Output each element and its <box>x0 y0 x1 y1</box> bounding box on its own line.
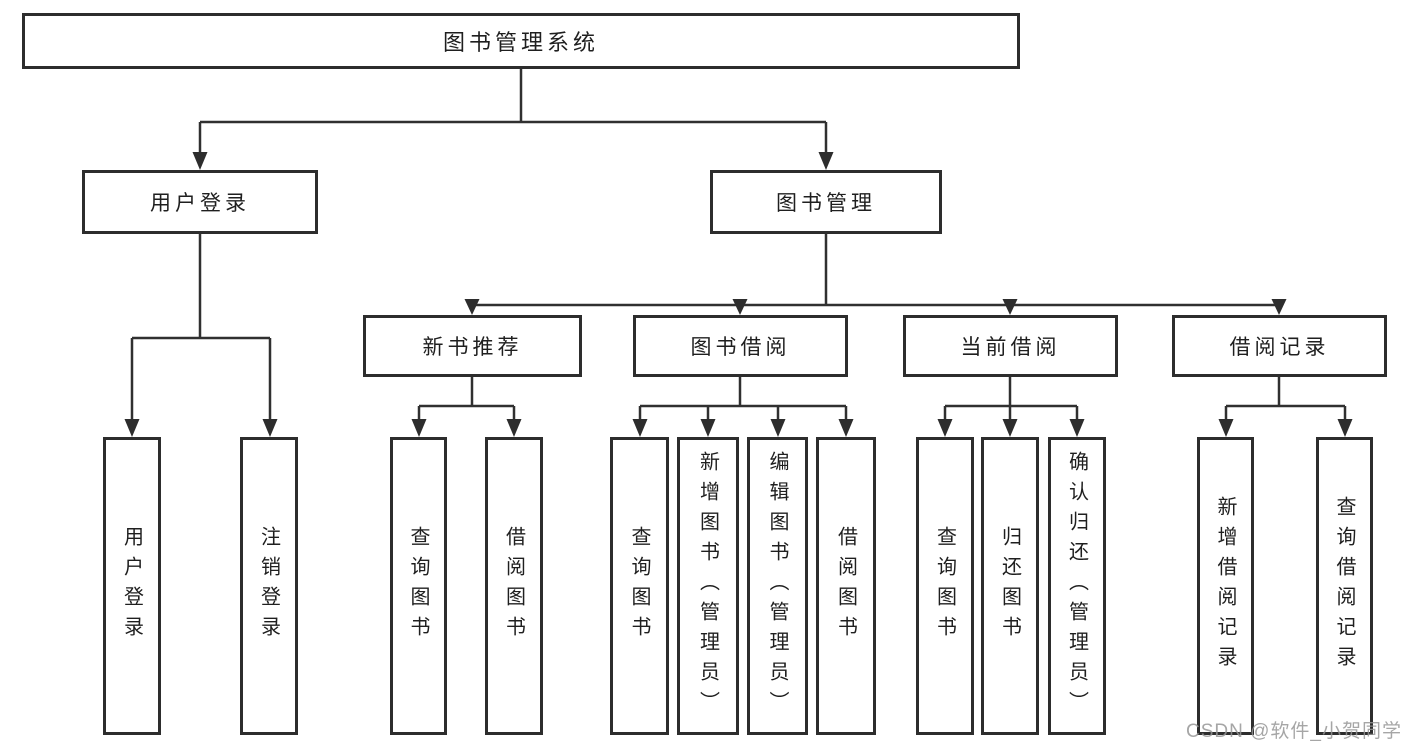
leaf-cb-query-books: 查询图书 <box>916 437 974 735</box>
node-new-book-recommend: 新书推荐 <box>363 315 582 377</box>
leaf-bb-add-books-admin: 新增图书（管理员） <box>677 437 739 735</box>
leaf-nbr-borrow-books: 借阅图书 <box>485 437 543 735</box>
node-book-management: 图书管理 <box>710 170 942 234</box>
node-current-borrowing: 当前借阅 <box>903 315 1118 377</box>
leaf-cb-return-books: 归还图书 <box>981 437 1039 735</box>
node-borrowing-records: 借阅记录 <box>1172 315 1387 377</box>
leaf-logout: 注销登录 <box>240 437 298 735</box>
connector-current-borrowing-to-leaves <box>937 377 1085 437</box>
node-book-borrowing: 图书借阅 <box>633 315 848 377</box>
connector-new-book-recommend-to-leaves <box>411 377 522 437</box>
connector-book-management-to-level3 <box>464 234 1287 315</box>
leaf-nbr-query-books: 查询图书 <box>390 437 447 735</box>
leaf-br-add-record: 新增借阅记录 <box>1197 437 1254 735</box>
connector-book-borrowing-to-leaves <box>632 377 854 437</box>
node-user-login: 用户登录 <box>82 170 318 234</box>
leaf-br-query-record: 查询借阅记录 <box>1316 437 1373 735</box>
leaf-bb-borrow-books: 借阅图书 <box>816 437 876 735</box>
leaf-bb-edit-books-admin: 编辑图书（管理员） <box>747 437 808 735</box>
node-library-system: 图书管理系统 <box>22 13 1020 69</box>
connector-root-to-level2 <box>192 69 834 170</box>
connector-user-login-to-leaves <box>124 234 278 437</box>
leaf-cb-confirm-return-admin: 确认归还（管理员） <box>1048 437 1106 735</box>
leaf-bb-query-books: 查询图书 <box>610 437 669 735</box>
leaf-user-login: 用户登录 <box>103 437 161 735</box>
csdn-watermark: CSDN @软件_小贺同学 <box>1186 721 1402 742</box>
connector-borrowing-records-to-leaves <box>1218 377 1353 437</box>
